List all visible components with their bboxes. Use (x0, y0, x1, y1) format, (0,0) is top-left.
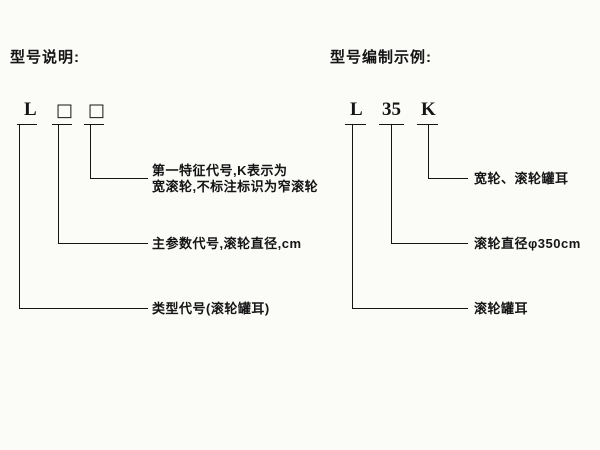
label-diameter: 滚轮直径φ350cm (474, 236, 581, 251)
connector-vline (352, 124, 353, 308)
right-code-letter: L (350, 99, 363, 120)
connector-hline (352, 308, 468, 309)
left-section-title: 型号说明: (10, 49, 80, 66)
label-main-param: 主参数代号,滚轮直径,cm (152, 236, 302, 251)
connector-vline (90, 124, 91, 178)
connector-hline (391, 243, 468, 244)
connector-hline (19, 308, 148, 309)
connector-hline (90, 178, 148, 179)
connector-hline (428, 178, 468, 179)
label-first-feature: 第一特征代号,K表示为 宽滚轮,不标注标识为窄滚轮 (152, 163, 318, 195)
left-code-letter: L (24, 99, 37, 120)
connector-vline (58, 124, 59, 243)
connector-vline (391, 124, 392, 243)
right-code-suffix: K (421, 99, 436, 120)
connector-vline (428, 124, 429, 178)
left-code-box-1: □ (56, 100, 74, 121)
label-roller-ear: 滚轮罐耳 (474, 301, 529, 316)
right-code-number: 35 (382, 99, 401, 120)
code-underline (17, 124, 37, 125)
code-underline (417, 124, 438, 125)
code-underline (84, 124, 104, 125)
connector-vline (19, 124, 20, 308)
connector-hline (58, 243, 148, 244)
code-underline (345, 124, 366, 125)
label-wide-wheel: 宽轮、滚轮罐耳 (474, 171, 569, 186)
right-section-title: 型号编制示例: (330, 49, 432, 66)
label-type-code: 类型代号(滚轮罐耳) (152, 301, 270, 316)
left-code-box-2: □ (88, 100, 106, 121)
code-underline (52, 124, 72, 125)
label-first-feature-line2: 宽滚轮,不标注标识为窄滚轮 (152, 179, 319, 194)
label-first-feature-line1: 第一特征代号,K表示为 (152, 163, 288, 178)
